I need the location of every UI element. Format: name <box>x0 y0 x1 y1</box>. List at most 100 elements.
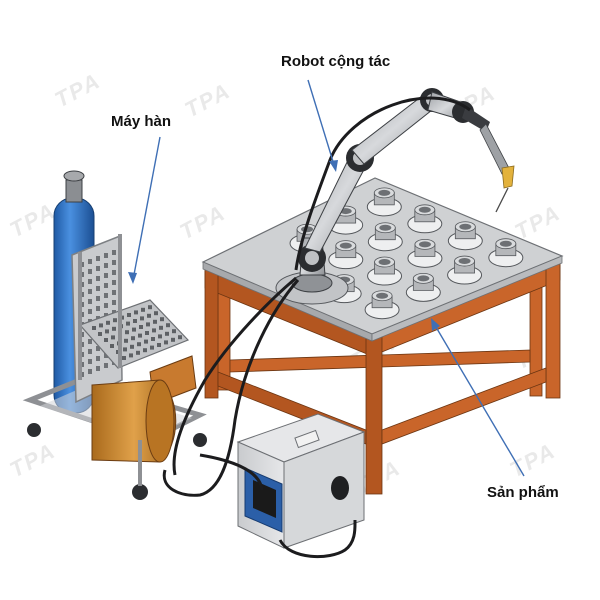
product-flange-hole <box>376 292 389 299</box>
mesh-hole <box>154 311 158 316</box>
mesh-hole <box>158 334 162 339</box>
cable-robot-welder <box>172 276 297 476</box>
arrow-head <box>329 160 338 172</box>
mesh-hole <box>144 339 148 344</box>
mesh-hole <box>139 325 143 329</box>
mesh-hole <box>96 306 100 311</box>
mesh-hole <box>104 303 108 308</box>
table-leg-front <box>365 333 383 495</box>
mesh-hole <box>151 337 155 341</box>
mesh-hole <box>113 318 117 323</box>
robot-cable <box>294 96 471 271</box>
mesh-hole <box>136 350 140 355</box>
mesh-hole <box>96 286 100 291</box>
mesh-hole <box>112 290 116 295</box>
watermark-text: TPA <box>6 438 60 483</box>
mesh-hole <box>104 263 108 268</box>
wire-spool-side <box>145 379 175 463</box>
mesh-hole <box>92 326 96 330</box>
product-flange-hole <box>418 206 431 213</box>
mesh-hole <box>104 273 108 278</box>
collaborative-robot <box>275 88 515 305</box>
mesh-hole <box>96 256 100 261</box>
arrow-robot <box>307 79 336 169</box>
mesh-hole <box>96 356 100 361</box>
cable-welder-feeder <box>199 453 264 491</box>
welding-machine <box>22 170 207 500</box>
mesh-hole <box>134 310 138 315</box>
cable-robot-welder <box>162 279 300 497</box>
arrow-welder <box>132 136 161 281</box>
mesh-hole <box>164 340 168 345</box>
mesh-hole <box>140 316 144 321</box>
mesh-hole <box>88 289 92 294</box>
product-flange-hole <box>417 275 430 282</box>
welding-torch-nozzle <box>501 165 515 189</box>
mesh-hole <box>166 323 170 328</box>
gas-valve <box>65 179 83 203</box>
mesh-hole <box>131 336 135 341</box>
mesh-hole <box>88 259 92 264</box>
robot-joint-cap <box>305 251 319 265</box>
mesh-hole <box>122 356 126 360</box>
welding-torch-neck <box>479 123 511 175</box>
mesh-hole <box>105 329 109 334</box>
feeder-vent <box>331 476 349 500</box>
arrow-product <box>432 321 525 477</box>
mesh-hole <box>99 323 103 328</box>
mesh-hole <box>132 327 136 332</box>
table-top-edge-right <box>371 255 563 342</box>
mesh-hole <box>153 319 157 324</box>
product-flange-hole <box>379 224 392 231</box>
mesh-hole <box>88 349 92 354</box>
mesh-hole <box>104 353 108 358</box>
mesh-hole <box>88 359 92 364</box>
mesh-hole <box>88 269 92 274</box>
product-flange-hole <box>378 259 391 266</box>
mesh-hole <box>88 299 92 304</box>
feeder-handle <box>294 429 320 449</box>
cart-wheel <box>27 423 41 437</box>
feeder-side <box>283 431 365 549</box>
mesh-hole <box>133 319 137 323</box>
arrow-head <box>431 318 440 331</box>
mesh-hole <box>130 344 134 349</box>
mesh-hole <box>178 335 182 340</box>
mesh-hole <box>160 317 164 322</box>
watermark-text: TPA <box>181 78 235 123</box>
mesh-hole <box>171 337 175 342</box>
mesh-hole <box>123 347 127 352</box>
mesh-hole <box>112 260 116 265</box>
mesh-hole <box>88 339 92 344</box>
wire-feeder <box>236 413 366 549</box>
mesh-hole <box>159 325 163 330</box>
product-flange-hole <box>339 242 352 249</box>
mesh-hole <box>148 305 152 310</box>
mesh-hole <box>125 330 129 335</box>
product-flange-hole <box>458 258 471 265</box>
mesh-hole <box>147 313 151 318</box>
table-leg-front-right <box>545 257 561 399</box>
label-robot: Robot cộng tác <box>281 53 390 70</box>
cart-top-tray <box>78 299 190 369</box>
mesh-hole <box>106 320 110 325</box>
mesh-hole <box>112 300 116 305</box>
cable-feeder <box>278 519 357 559</box>
mesh-hole <box>96 276 100 281</box>
product-flanges <box>289 187 524 320</box>
mesh-hole <box>88 279 92 284</box>
mesh-hole <box>88 309 92 314</box>
mesh-hole <box>126 321 130 326</box>
mesh-hole <box>150 345 154 350</box>
mesh-hole <box>141 307 145 312</box>
cart-wheel <box>132 484 148 500</box>
mesh-hole <box>145 331 149 335</box>
product-flange-hole <box>459 223 472 230</box>
mesh-hole <box>104 293 108 298</box>
mesh-hole <box>137 342 141 347</box>
mesh-hole <box>112 250 116 255</box>
mesh-hole <box>172 329 176 334</box>
robot-base <box>291 273 333 293</box>
mesh-hole <box>143 348 147 353</box>
